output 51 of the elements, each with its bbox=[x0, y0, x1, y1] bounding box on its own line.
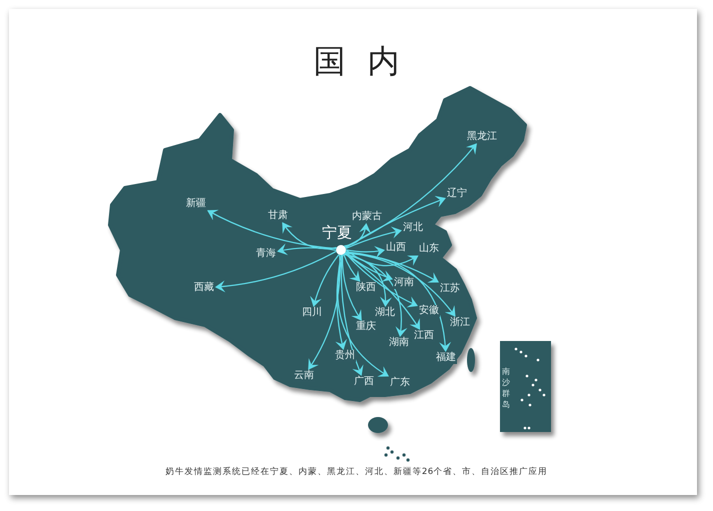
arrow bbox=[345, 196, 446, 248]
arrow bbox=[346, 226, 402, 250]
arrow bbox=[277, 244, 336, 256]
caption: 奶牛发情监测系统已经在宁夏、内蒙、黑龙江、河北、新疆等26个省、市、自治区推广应用 bbox=[164, 466, 549, 478]
arrow bbox=[215, 250, 336, 292]
province-label: 山西 bbox=[385, 242, 407, 254]
province-label: 安徽 bbox=[418, 305, 440, 317]
province-label: 广西 bbox=[353, 376, 375, 388]
title: 国内 bbox=[312, 41, 422, 82]
arrow bbox=[344, 143, 477, 248]
arrow bbox=[340, 254, 364, 376]
province-label: 辽宁 bbox=[446, 188, 468, 200]
arrow bbox=[344, 253, 420, 330]
arrow bbox=[344, 253, 451, 352]
arrow bbox=[343, 254, 407, 337]
arrow bbox=[345, 252, 456, 317]
province-label: 新疆 bbox=[185, 198, 207, 210]
province-label: 重庆 bbox=[355, 321, 377, 333]
province-label: 江苏 bbox=[439, 283, 461, 295]
province-label: 浙江 bbox=[449, 317, 471, 329]
province-label: 四川 bbox=[301, 307, 323, 319]
province-label: 云南 bbox=[293, 370, 315, 382]
arrow bbox=[346, 249, 418, 266]
province-label: 福建 bbox=[435, 352, 457, 364]
origin-label: 宁夏 bbox=[321, 224, 353, 242]
province-label: 黑龙江 bbox=[466, 131, 498, 143]
province-label: 陕西 bbox=[355, 282, 377, 294]
province-label: 湖南 bbox=[388, 337, 410, 349]
arrow bbox=[344, 223, 371, 247]
province-label: 江西 bbox=[413, 330, 435, 342]
arrow bbox=[335, 254, 348, 350]
arrow bbox=[346, 251, 439, 283]
province-label: 甘肃 bbox=[267, 210, 289, 222]
arrow bbox=[344, 252, 418, 308]
inset-label: 南沙群岛 bbox=[502, 366, 511, 410]
province-label: 河北 bbox=[402, 222, 424, 234]
province-label: 山东 bbox=[418, 243, 440, 255]
province-label: 广东 bbox=[389, 377, 411, 389]
province-label: 内蒙古 bbox=[351, 211, 383, 223]
province-label: 湖北 bbox=[374, 307, 396, 319]
arrow bbox=[308, 254, 341, 370]
province-label: 西藏 bbox=[193, 282, 215, 294]
arrow bbox=[310, 254, 340, 307]
arrow bbox=[346, 246, 385, 258]
arrow bbox=[207, 210, 336, 250]
province-label: 青海 bbox=[255, 248, 277, 260]
arrow bbox=[282, 222, 337, 250]
province-label: 河南 bbox=[393, 277, 415, 289]
arrow bbox=[343, 254, 360, 282]
province-label: 贵州 bbox=[334, 350, 356, 362]
arrow bbox=[337, 254, 389, 377]
